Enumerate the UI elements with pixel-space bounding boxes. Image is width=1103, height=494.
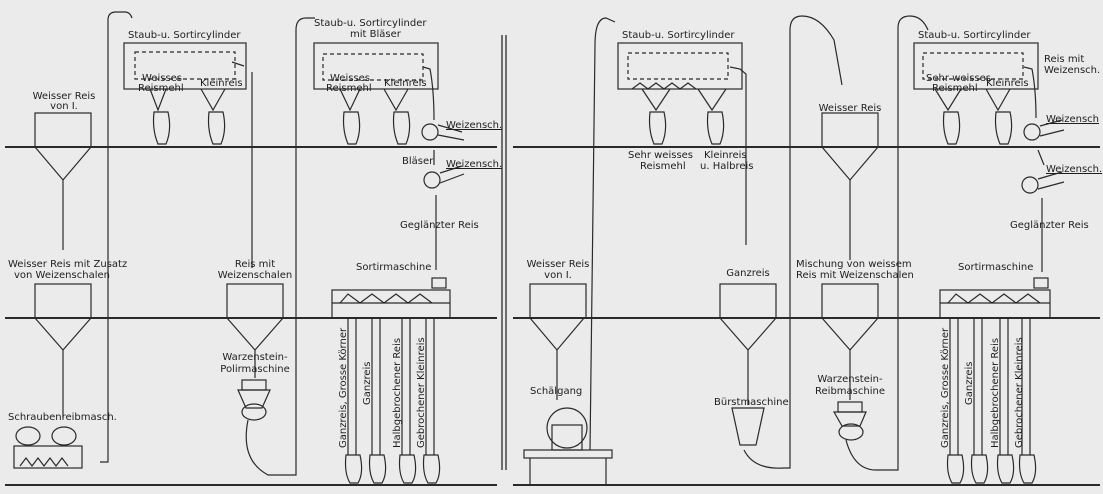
label-mischung-2: Reis mit Weizenschalen: [796, 270, 914, 281]
left-hopper-3: [226, 283, 284, 378]
label-sort-left-4: Gebrochener Kleinreis: [416, 337, 427, 448]
label-weisses-2: Reismehl: [138, 83, 184, 94]
label-weizensch-left-1: Weizensch.: [446, 120, 503, 131]
left-hopper-top: [34, 112, 92, 250]
label-weizensch-left-2: Weizensch.: [446, 159, 503, 170]
label-staub-left-2b: mit Bläser: [350, 29, 401, 40]
label-blaeser: Bläser: [402, 156, 434, 167]
label-kleinreis-left-1: Kleinreis: [200, 78, 243, 89]
label-geglaenzter-left: Geglänzter Reis: [400, 220, 479, 231]
label-sort-left-2: Ganzreis: [362, 361, 373, 406]
label-sort-left-1: Ganzreis, Grosse Körner: [338, 327, 349, 448]
label-schraubenreibmasch: Schraubenreibmasch.: [8, 412, 117, 423]
label-sortirmaschine-left: Sortirmaschine: [356, 262, 432, 273]
label-mischung-1: Mischung von weissem: [796, 259, 912, 270]
label-weisses-left-3: Weisses: [330, 73, 371, 84]
label-sehr-weisses-3: Sehr weisses: [926, 73, 992, 84]
label-sort-right-4: Gebrochener Kleinreis: [1014, 337, 1025, 448]
label-warzenstein-right-1: Warzenstein-: [817, 374, 883, 385]
label-staub-left-2a: Staub-u. Sortircylinder: [314, 18, 427, 29]
label-sort-right-3: Halbgebrochener Reis: [990, 337, 1001, 448]
label-staub-right-2: Staub-u. Sortircylinder: [918, 30, 1031, 41]
label-kleinreis-left-2: Kleinreis: [384, 78, 427, 89]
label-reismehl-left-3: Reismehl: [326, 83, 372, 94]
label-warzenstein-left-2: Polirmaschine: [220, 364, 290, 375]
label-weisses-1: Weisses: [142, 73, 183, 84]
label-kleinreis-right-2: u. Halbreis: [700, 161, 754, 172]
left-cylinder-1: [123, 42, 253, 268]
label-weisser-reis-right-2: Weisser Reis: [818, 103, 882, 114]
label-sehr-weisses-2: Reismehl: [640, 161, 686, 172]
label-sort-left-3: Halbgebrochener Reis: [392, 337, 403, 448]
left-sorting-machine: [331, 277, 451, 484]
right-sorting-machine: [939, 277, 1051, 484]
buerst-machine: [731, 15, 843, 469]
label-sort-right-1: Ganzreis, Grosse Körner: [940, 327, 951, 448]
reib-machine: [832, 15, 929, 471]
label-reis-mit-1: Reis mit: [234, 259, 276, 270]
label-weisser-reis-right: Weisser Reis: [526, 259, 590, 270]
label-reis-mit-right-2: Weizensch.: [1044, 65, 1101, 76]
right-hopper-2: [719, 283, 777, 405]
right-hopper-4: [821, 283, 879, 400]
label-reis-mit-right-1: Reis mit: [1044, 54, 1085, 65]
label-staub-right-1: Staub-u. Sortircylinder: [622, 30, 735, 41]
right-hopper-3: [821, 112, 879, 260]
center-divider: [501, 35, 507, 470]
label-reis-mit-2: Weizenschalen: [217, 270, 293, 281]
right-cylinder-2: [913, 42, 1065, 272]
label-mit-zusatz-2: von Weizenschalen: [14, 270, 110, 281]
label-buerstmaschine: Bürstmaschine: [714, 397, 789, 408]
label-geglaenzter-right: Geglänzter Reis: [1010, 220, 1089, 231]
label-von-i-left: von I.: [50, 101, 78, 112]
label-kleinreis-right-1: Kleinreis: [704, 150, 747, 161]
label-sort-right-2: Ganzreis: [964, 361, 975, 406]
right-hopper-1: [529, 283, 587, 400]
label-schaelgang: Schälgang: [530, 386, 583, 397]
schaelgang-machine: [523, 17, 616, 485]
right-cylinder-1: [617, 42, 747, 245]
left-cylinder-2: [313, 42, 465, 270]
label-kleinreis-right-3: Kleinreis: [986, 78, 1029, 89]
left-elevator-1: [100, 11, 133, 463]
label-weizensch-right-2: Weizensch.: [1046, 164, 1103, 175]
label-weisser-reis-left: Weisser Reis: [32, 91, 96, 102]
label-weizensch-right-1: Weizensch: [1046, 114, 1100, 125]
label-sortirmaschine-right: Sortirmaschine: [958, 262, 1034, 273]
label-staub-left-1: Staub-u. Sortircylinder: [128, 30, 241, 41]
label-mit-zusatz-1: Weisser Reis mit Zusatz: [8, 259, 128, 270]
left-hopper-mid: [34, 283, 92, 418]
label-ganzreis-right: Ganzreis: [726, 268, 770, 279]
screw-machine: [13, 426, 83, 469]
label-sehr-weisses-1: Sehr weisses: [628, 150, 694, 161]
label-warzenstein-right-2: Reibmaschine: [815, 386, 885, 397]
label-von-i-right: von I.: [544, 270, 572, 281]
polir-machine: [237, 17, 315, 476]
label-reismehl-right-3: Reismehl: [932, 83, 978, 94]
label-warzenstein-left-1: Warzenstein-: [222, 352, 288, 363]
